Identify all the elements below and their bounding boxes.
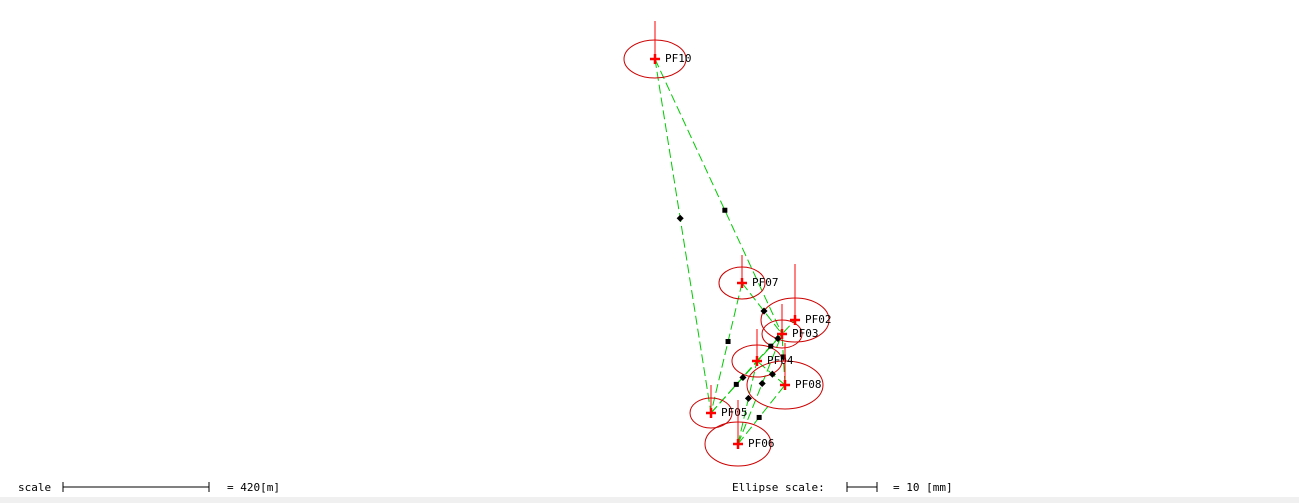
observation-marker	[768, 343, 774, 349]
point-label: PF06	[748, 437, 775, 450]
observation-marker	[768, 370, 776, 378]
observation-marker	[780, 354, 786, 360]
observation-marker	[744, 394, 752, 402]
ellipse-scale-bar: Ellipse scale: = 10 [mm]	[732, 481, 953, 494]
point-label: PF02	[805, 313, 832, 326]
scale-value: = 420[m]	[227, 481, 280, 494]
observation-marker	[725, 339, 731, 344]
point-label: PF04	[767, 354, 794, 367]
observation-line	[710, 360, 758, 414]
observation-line	[737, 360, 758, 445]
point-pf10[interactable]: PF10	[650, 21, 692, 65]
observation-line	[741, 282, 783, 335]
observation-marker	[756, 414, 762, 420]
point-pf07[interactable]: PF07	[737, 255, 779, 289]
scale-bar: scale = 420[m]	[18, 481, 280, 494]
observation-marker	[722, 207, 728, 213]
point-pf08[interactable]: PF08	[780, 343, 822, 391]
point-label: PF07	[752, 276, 779, 289]
ellipse-layer	[623, 39, 830, 467]
observation-line	[654, 58, 712, 414]
point-label: PF03	[792, 327, 819, 340]
observation-line	[710, 282, 743, 414]
point-pf06[interactable]: PF06	[733, 400, 775, 450]
observation-line	[654, 58, 783, 335]
observation-marker	[760, 307, 768, 315]
footer-strip	[0, 497, 1299, 503]
observation-marker	[739, 373, 747, 381]
point-label: PF10	[665, 52, 692, 65]
point-pf02[interactable]: PF02	[790, 264, 832, 326]
point-label: PF08	[795, 378, 822, 391]
scale-label: scale	[18, 481, 51, 494]
observation-line	[737, 333, 783, 445]
point-pf04[interactable]: PF04	[752, 329, 794, 367]
observation-marker	[676, 214, 684, 222]
ellipse-scale-value: = 10 [mm]	[893, 481, 953, 494]
observation-marker	[733, 381, 739, 387]
marker-layer	[676, 207, 786, 420]
ellipse-scale-label: Ellipse scale:	[732, 481, 825, 494]
observation-marker	[758, 379, 766, 388]
point-pf05[interactable]: PF05	[706, 385, 748, 419]
observation-layer	[654, 58, 796, 445]
observation-marker	[774, 334, 782, 342]
point-pf03[interactable]: PF03	[777, 304, 819, 340]
point-label: PF05	[721, 406, 748, 419]
